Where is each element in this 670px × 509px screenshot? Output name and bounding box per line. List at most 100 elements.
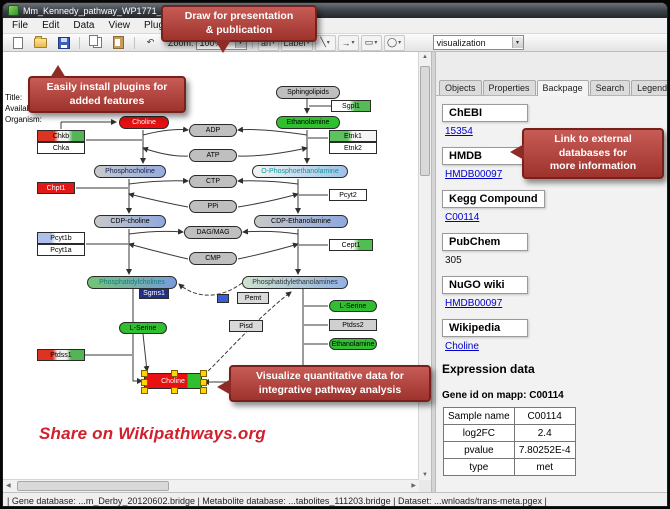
- undo-button[interactable]: ↶: [146, 37, 155, 47]
- pathway-edge[interactable]: [178, 282, 243, 296]
- node-cmp[interactable]: CMP: [189, 252, 237, 265]
- selection-handle[interactable]: [200, 379, 207, 386]
- backpage-value-chebi[interactable]: 15354: [445, 126, 473, 137]
- node-ptdss2[interactable]: Ptdss2: [329, 319, 377, 331]
- callout-line: more information: [549, 160, 637, 173]
- node-chkb[interactable]: Chkb: [37, 130, 85, 142]
- node-chpt1[interactable]: Chpt1: [37, 182, 75, 194]
- pathway-edge[interactable]: [203, 291, 292, 376]
- node-pcyt2[interactable]: Pcyt2: [329, 189, 367, 201]
- node-choline[interactable]: Choline: [141, 370, 207, 394]
- menu-edit[interactable]: Edit: [42, 20, 60, 31]
- node-cdp-choline[interactable]: CDP-choline: [94, 215, 166, 228]
- canvas-vertical-scrollbar[interactable]: ▲ ▼: [418, 52, 431, 480]
- pathway-edge[interactable]: [128, 242, 189, 260]
- node-etnk2[interactable]: Etnk2: [329, 142, 377, 154]
- node-ethanolamine[interactable]: Ethanolamine: [276, 116, 340, 129]
- scroll-left-icon[interactable]: ◀: [6, 483, 11, 489]
- scroll-up-icon[interactable]: ▲: [422, 54, 428, 60]
- selection-handle[interactable]: [171, 370, 178, 377]
- selection-handle[interactable]: [171, 387, 178, 394]
- node-phosphatidylcholines[interactable]: Phosphatidylcholines: [87, 276, 177, 289]
- rect-tool[interactable]: ▭▾: [360, 34, 382, 51]
- node-ppi[interactable]: PPi: [189, 200, 237, 213]
- pathway-edge[interactable]: [237, 177, 299, 185]
- horizontal-scroll-thumb[interactable]: [17, 481, 169, 491]
- save-file-button[interactable]: [53, 35, 74, 51]
- line-tool[interactable]: ╲▾: [314, 34, 336, 51]
- scroll-down-icon[interactable]: ▼: [422, 472, 428, 478]
- backpage-value-wikipedia[interactable]: Choline: [445, 341, 479, 352]
- open-file-button[interactable]: [30, 35, 51, 51]
- node-phosphatidylethanolamines[interactable]: Phosphatidylethanolamines: [242, 276, 348, 289]
- selection-handle[interactable]: [141, 370, 148, 377]
- menu-data[interactable]: Data: [73, 20, 95, 31]
- pathway-edge[interactable]: [128, 228, 184, 235]
- selection-handle[interactable]: [141, 379, 148, 386]
- scroll-right-icon[interactable]: ▶: [411, 483, 416, 489]
- pathway-edge[interactable]: [237, 192, 299, 208]
- backpage-value-kegg-compound[interactable]: C00114: [445, 212, 480, 223]
- node-sgpl1[interactable]: Sgpl1: [331, 100, 371, 112]
- window-title: Mm_Kennedy_pathway_WP1771_45176.gpml: [23, 5, 209, 16]
- pathway-node[interactable]: [217, 294, 229, 303]
- pathway-edge[interactable]: [237, 242, 299, 260]
- copy-button[interactable]: [85, 35, 106, 51]
- pathway-edge[interactable]: [142, 333, 150, 372]
- node-atp[interactable]: ATP: [189, 149, 237, 162]
- pathway-edge[interactable]: [128, 177, 189, 185]
- node-dag-mag[interactable]: DAG/MAG: [184, 226, 242, 239]
- node-pcyt1a[interactable]: Pcyt1a: [37, 244, 85, 256]
- node-pcyt1b[interactable]: Pcyt1b: [37, 232, 85, 244]
- arrow-tool[interactable]: →▾: [337, 34, 359, 51]
- pathway-edge[interactable]: [142, 126, 189, 136]
- pathway-edge[interactable]: [242, 228, 299, 235]
- pathway-edge[interactable]: [132, 289, 143, 384]
- pathway-canvas[interactable]: Title:Availability:Organism: Share on Wi…: [3, 52, 431, 492]
- menu-view[interactable]: View: [108, 20, 130, 31]
- tab-search[interactable]: Search: [589, 80, 631, 95]
- node-chka[interactable]: Chka: [37, 142, 85, 154]
- new-file-button[interactable]: [7, 35, 28, 51]
- visualization-combobox[interactable]: visualization▾: [432, 35, 524, 50]
- selection-handle[interactable]: [200, 387, 207, 394]
- node-etnk1[interactable]: Etnk1: [329, 130, 377, 142]
- canvas-horizontal-scrollbar[interactable]: ◀ ▶: [3, 479, 419, 492]
- splitter[interactable]: [431, 52, 436, 492]
- pathway-edge[interactable]: [237, 146, 308, 157]
- node-cdp-ethanolamine[interactable]: CDP-Ethanolamine: [254, 215, 348, 228]
- chevron-down-icon: ▾: [306, 40, 310, 46]
- callout-line: integrative pathway analysis: [258, 383, 402, 396]
- pathway-edge[interactable]: [237, 126, 308, 136]
- selection-handle[interactable]: [200, 370, 207, 377]
- backpage-value-nugo-wiki[interactable]: HMDB00097: [445, 298, 503, 309]
- node-o-phosphoethanolamine[interactable]: O-Phosphoethanolamine: [252, 165, 348, 178]
- node-ethanolamine[interactable]: Ethanolamine: [329, 338, 377, 350]
- menu-plugins[interactable]: Plugins: [137, 19, 184, 32]
- paste-button[interactable]: [108, 35, 129, 51]
- node-phosphocholine[interactable]: Phosphocholine: [94, 165, 166, 178]
- tab-properties[interactable]: Properties: [482, 80, 536, 95]
- node-l-serine[interactable]: L-Serine: [329, 300, 377, 312]
- node-choline[interactable]: Choline: [119, 116, 169, 129]
- menu-file[interactable]: File: [12, 20, 29, 31]
- ellipse-tool[interactable]: ◯▾: [383, 34, 405, 51]
- backpage-value-hmdb[interactable]: HMDB00097: [445, 169, 503, 180]
- tab-objects[interactable]: Objects: [439, 80, 482, 95]
- node-cept1[interactable]: Cept1: [329, 239, 373, 251]
- node-adp[interactable]: ADP: [189, 124, 237, 137]
- selection-handle[interactable]: [141, 387, 148, 394]
- node-sgms1[interactable]: Sgms1: [139, 288, 169, 299]
- node-l-serine[interactable]: L-Serine: [119, 322, 167, 334]
- tab-legend[interactable]: Legend: [631, 80, 667, 95]
- pathway-edge[interactable]: [128, 192, 189, 208]
- node-ctp[interactable]: CTP: [189, 175, 237, 188]
- node-sphingolipids[interactable]: Sphingolipids: [276, 86, 340, 99]
- pathway-edge[interactable]: [142, 146, 189, 157]
- node-pemt[interactable]: Pemt: [237, 292, 269, 304]
- tab-backpage[interactable]: Backpage: [536, 80, 589, 96]
- node-pisd[interactable]: Pisd: [229, 320, 263, 332]
- node-ptdss1[interactable]: Ptdss1: [37, 349, 85, 361]
- vertical-scroll-thumb[interactable]: [420, 66, 430, 176]
